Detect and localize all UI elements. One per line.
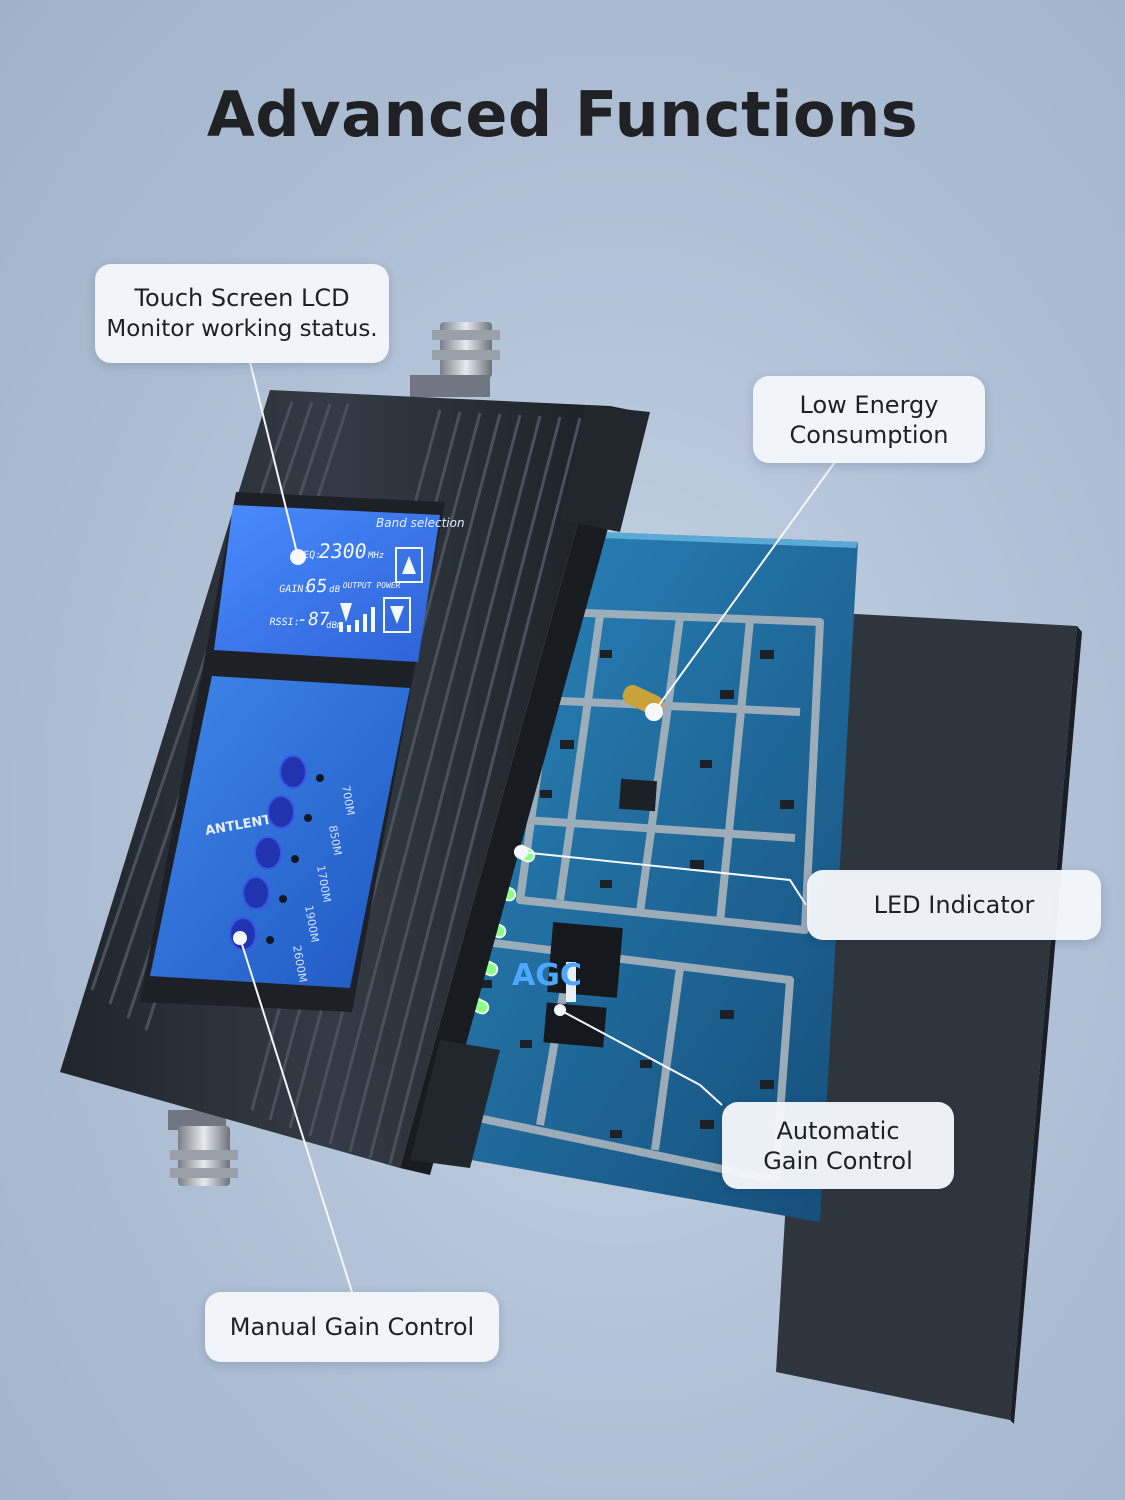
pcb-board: AGC [415,532,858,1222]
callout-low-energy: Low Energy Consumption [753,376,985,463]
arrow-up-icon [402,556,416,574]
band-label-1700m: 1700M [314,864,333,903]
lcd-header: Band selection [376,516,465,530]
callout-led-label: LED Indicator [873,891,1035,919]
lcd-screen[interactable]: Band selection FREQ: 2300 MHz GAIN: 65 d… [214,505,465,662]
band-label-1900m: 1900M [302,904,321,943]
callout-agc-line1: Automatic [776,1116,900,1145]
band-knob-700m[interactable] [279,755,307,789]
arrow-down-icon [390,606,404,624]
signal-bars-icon [339,603,375,632]
callout-manual-label: Manual Gain Control [229,1313,475,1341]
callout-energy-line2: Consumption [789,420,949,449]
callout-lcd-title: Touch Screen LCD [134,283,350,312]
callout-manual-gain-control: Manual Gain Control [205,1292,499,1362]
callout-lcd-subtitle: Monitor working status. [106,315,378,342]
band-knob-1900m[interactable] [242,876,270,910]
lcd-output-label: OUTPUT POWER [342,581,401,590]
leader-lines [239,361,836,1293]
gain-control-panel: ANTLENT 700M 850M 1700M 1900M 2600M [150,676,410,988]
lcd-rssi-value: -87 [295,609,330,630]
lcd-gain-value: 65 [304,576,329,597]
lcd-rssi-label: RSSI: [269,617,301,628]
agc-chip-label: AGC [512,958,582,993]
callout-touch-screen-lcd: Touch Screen LCD Monitor working status. [95,264,389,363]
band-knob-1700m[interactable] [254,836,282,870]
callout-agc-line2: Gain Control [763,1146,913,1175]
back-plate [776,612,1082,1424]
lcd-freq-label: FREQ: [290,550,322,561]
band-knob-850m[interactable] [267,795,295,829]
lcd-rssi-unit: dBm [325,621,343,631]
page-title: Advanced Functions [206,78,919,151]
lcd-gain-label: GAIN: [278,584,310,595]
top-connector [410,322,500,397]
lcd-gain-unit: dB [328,585,341,595]
lcd-freq-unit: MHz [367,551,385,561]
band-down-button[interactable] [383,597,411,633]
callout-led-indicator: LED Indicator [807,870,1101,940]
callout-energy-line1: Low Energy [799,390,939,419]
band-label-700m: 700M [339,784,357,816]
bottom-connector [168,1110,238,1186]
lcd-freq-value: 2300 [317,539,368,563]
band-label-2600m: 2600M [290,944,309,983]
band-label-850m: 850M [326,824,344,856]
callout-automatic-gain-control: Automatic Gain Control [722,1102,954,1189]
band-up-button[interactable] [395,547,423,583]
